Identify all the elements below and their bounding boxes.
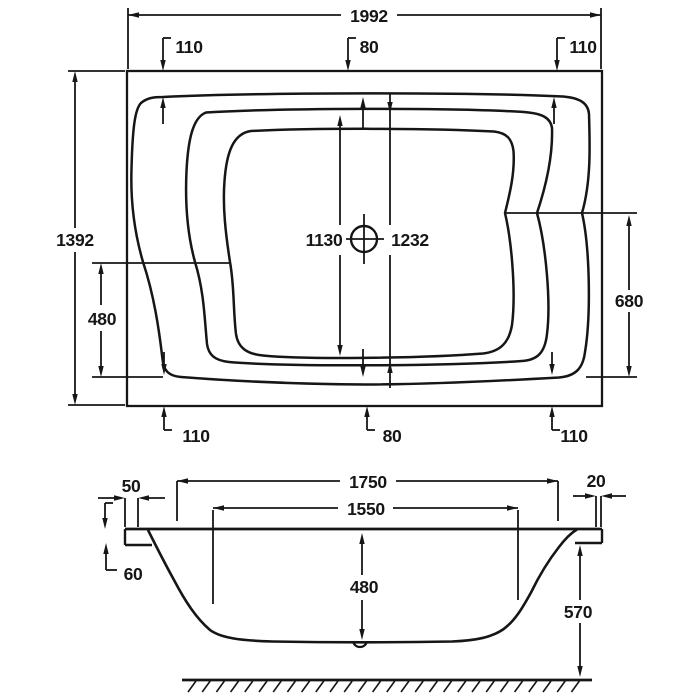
dim-label-section-overall-height: 570 (564, 602, 593, 622)
dimension-arrowhead (337, 345, 343, 356)
hatch-tick (400, 680, 410, 693)
dimension-arrowhead (160, 97, 166, 108)
dimension-arrowhead (364, 406, 370, 417)
hatch-tick (286, 680, 297, 693)
hatch-tick (556, 680, 566, 693)
dimension-arrowhead (337, 115, 343, 126)
plan-outer-rim-contour (130, 92, 591, 386)
dim-label-section-apron-left: 60 (124, 564, 143, 584)
dimension-arrowhead (161, 364, 167, 375)
dimension-arrowhead (626, 366, 632, 377)
dimension-arrowhead (128, 12, 139, 18)
dimension-arrowhead (626, 215, 632, 226)
hatch-tick (272, 680, 282, 693)
dim-label-plan-basin-length: 1130 (306, 230, 343, 250)
hatch-tick (513, 680, 524, 693)
dimension-arrowhead (98, 366, 104, 377)
dimension-arrowhead (103, 543, 109, 554)
hatch-tick (343, 680, 353, 693)
dimension-arrowhead (549, 364, 555, 375)
dimension-arrowhead (590, 12, 601, 18)
hatch-tick (187, 680, 197, 693)
dim-label-plan-side-width-left: 480 (88, 309, 117, 329)
hatch-tick (371, 680, 382, 693)
dimension-arrowhead (345, 60, 351, 71)
dimension-arrowhead (114, 495, 125, 501)
hatch-tick (315, 680, 325, 693)
plan-basin-contour (222, 127, 516, 360)
dimension-arrowhead (177, 478, 188, 484)
hatch-tick (570, 680, 581, 693)
hatch-tick (215, 680, 226, 693)
dimension-arrowhead (359, 533, 365, 544)
dim-label-plan-rim-top-right: 110 (569, 37, 597, 57)
dim-label-section-rim-left: 50 (122, 476, 141, 496)
dim-label-plan-rim-bottom-right: 110 (560, 426, 588, 446)
dimension-arrowheads (72, 12, 632, 677)
dimension-arrowhead (387, 102, 393, 113)
hatch-tick (329, 680, 339, 693)
dim-label-plan-rim-bottom-center: 80 (383, 426, 402, 446)
hatch-tick (414, 680, 424, 693)
section-view (123, 527, 604, 693)
hatch-tick (357, 680, 368, 693)
ground-hatching (187, 680, 581, 693)
dimension-arrowhead (72, 394, 78, 405)
hatch-tick (428, 680, 439, 693)
dimension-arrowhead (577, 545, 583, 556)
hatch-tick (442, 680, 453, 693)
dimension-arrowhead (98, 263, 104, 274)
dim-label-section-inner-depth: 480 (350, 577, 379, 597)
section-shell-profile (146, 528, 578, 644)
dim-label-section-rim-right: 20 (587, 471, 606, 491)
dimension-arrowhead (507, 505, 518, 511)
dimension-arrowhead (161, 406, 167, 417)
dim-label-plan-centerline-length: 1232 (391, 230, 429, 250)
dim-label-plan-side-width-right: 680 (615, 291, 644, 311)
dimension-arrowhead (601, 493, 612, 499)
hatch-tick (499, 680, 510, 693)
hatch-tick (471, 680, 481, 693)
dim-label-plan-rim-top-center: 80 (360, 37, 379, 57)
dim-label-plan-rim-bottom-left: 110 (182, 426, 210, 446)
dim-label-section-inner-width: 1550 (347, 499, 385, 519)
hatch-tick (528, 680, 538, 693)
hatch-tick (542, 680, 552, 693)
dimension-arrowhead (72, 71, 78, 82)
hatch-tick (485, 680, 495, 693)
dim-label-plan-overall-width: 1992 (350, 6, 388, 26)
hatch-tick (244, 680, 254, 693)
dimension-arrowhead (549, 406, 555, 417)
dimension-arrowhead (102, 518, 108, 529)
dimension-arrowhead (138, 495, 149, 501)
dim-label-plan-overall-depth: 1392 (56, 230, 94, 250)
dimension-arrowhead (551, 97, 557, 108)
dim-label-section-outer-width: 1750 (349, 472, 387, 492)
dimension-labels: 1992 110 80 110 1392 1130 1232 480 680 110 80 110 50… (56, 6, 644, 622)
dimension-arrowhead (213, 505, 224, 511)
dimension-arrowhead (360, 97, 366, 108)
dimension-arrowhead (387, 362, 393, 373)
dimension-arrowhead (585, 493, 596, 499)
hatch-tick (229, 680, 240, 693)
plan-middle-rim-contour (184, 107, 554, 367)
hatch-tick (386, 680, 396, 693)
hatch-tick (201, 680, 211, 693)
dimension-arrowhead (554, 60, 560, 71)
section-drain-bump (351, 641, 369, 649)
dimension-arrowhead (547, 478, 558, 484)
dimension-lines (68, 8, 637, 668)
dimension-arrowhead (160, 60, 166, 71)
plan-deck-outline (125, 69, 604, 408)
hatch-tick (457, 680, 467, 693)
hatch-tick (258, 680, 268, 693)
dimension-arrowhead (360, 366, 366, 377)
dim-label-plan-rim-top-left: 110 (175, 37, 203, 57)
dimension-arrowhead (577, 666, 583, 677)
hatch-tick (300, 680, 311, 693)
dimension-arrowhead (359, 629, 365, 640)
